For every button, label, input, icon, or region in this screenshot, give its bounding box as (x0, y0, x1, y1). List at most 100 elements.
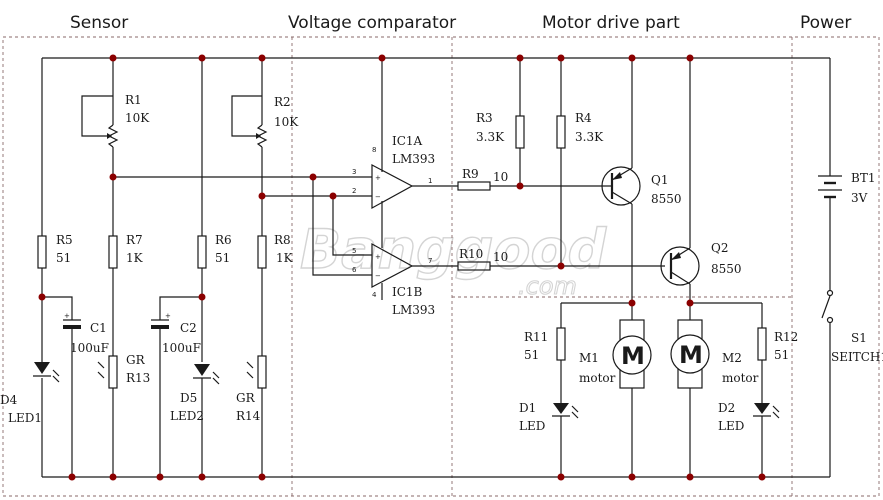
svg-text:2: 2 (352, 187, 356, 195)
svg-text:M: M (679, 341, 703, 369)
svg-text:M: M (621, 342, 645, 370)
svg-text:−: − (375, 272, 381, 280)
m2-value: motor (722, 371, 759, 385)
r12-value: 51 (774, 348, 789, 362)
r6-resistor (197, 58, 207, 362)
d4-led (33, 362, 60, 383)
r13-value: R13 (126, 371, 150, 385)
r8-resistor (257, 235, 267, 356)
r9-value: 10 (493, 170, 508, 184)
r10-value: 10 (493, 250, 508, 264)
bt1-ref: BT1 (851, 171, 875, 185)
r3-resistor (515, 58, 525, 186)
r9-ref: R9 (462, 167, 479, 181)
svg-text:+: + (375, 253, 381, 261)
d1-led (552, 403, 579, 477)
m2-motor: M (670, 319, 710, 477)
svg-text:7: 7 (428, 257, 432, 265)
q2-value: 8550 (711, 262, 742, 276)
r10-ref: R10 (459, 247, 483, 261)
m1-value: motor (579, 371, 616, 385)
section-sensor-title: Sensor (70, 13, 128, 33)
r14-value: R14 (236, 409, 261, 423)
r6-value: 51 (215, 251, 230, 265)
d4-ref: D4 (0, 393, 18, 407)
r8-value: 1K (276, 251, 294, 265)
d1-ref: D1 (519, 401, 536, 415)
r6-ref: R6 (215, 233, 232, 247)
svg-text:+: + (64, 312, 70, 320)
r2-potentiometer (231, 58, 268, 236)
junction-dots (38, 54, 766, 481)
c1-ref: C1 (90, 321, 107, 335)
ic1a-value: LM393 (392, 152, 435, 166)
bt1-value: 3V (851, 191, 868, 205)
r8-ref: R8 (274, 233, 291, 247)
d2-value: LED (718, 419, 744, 433)
ic1b-value: LM393 (392, 303, 435, 317)
s1-value: SEITCH1 (831, 350, 883, 364)
bt1-battery (818, 58, 842, 290)
section-comparator-title: Voltage comparator (288, 13, 456, 33)
r12-resistor (757, 327, 767, 403)
ic1a-ref: IC1A (392, 134, 423, 148)
r3-value: 3.3K (476, 130, 505, 144)
r3-ref: R3 (476, 111, 493, 125)
q1-value: 8550 (651, 192, 682, 206)
r4-resistor (556, 58, 566, 266)
svg-text:8: 8 (372, 146, 376, 154)
d5-ref: D5 (180, 391, 197, 405)
r7-resistor (108, 235, 118, 356)
m1-motor: M (612, 319, 652, 477)
svg-text:3: 3 (352, 168, 356, 176)
m1-ref: M1 (579, 351, 599, 365)
r1-ref: R1 (125, 93, 142, 107)
r5-resistor (37, 235, 47, 269)
r2-value: 10K (274, 115, 299, 129)
c1-value: 100uF (70, 341, 109, 355)
section-motor-drive-title: Motor drive part (542, 13, 680, 33)
d4-value: LED1 (8, 411, 42, 425)
m2-ref: M2 (722, 351, 742, 365)
r11-ref: R11 (524, 330, 548, 344)
svg-text:+: + (165, 312, 171, 320)
c1-capacitor: + (42, 296, 81, 477)
ic1b-ref: IC1B (392, 285, 423, 299)
svg-text:−: − (375, 193, 381, 201)
c2-ref: C2 (180, 321, 197, 335)
r1-value: 10K (125, 111, 150, 125)
d5-value: LED2 (170, 409, 204, 423)
r7-value: 1K (126, 251, 144, 265)
r12-ref: R12 (774, 330, 798, 344)
svg-text:+: + (375, 174, 381, 182)
d1-value: LED (519, 419, 545, 433)
r5-value: 51 (56, 251, 71, 265)
r7-ref: R7 (126, 233, 143, 247)
r11-resistor (556, 327, 566, 403)
r9-resistor (412, 181, 612, 191)
power-rails (41, 57, 830, 478)
r4-ref: R4 (575, 111, 592, 125)
s1-switch (821, 289, 834, 477)
r1-potentiometer (81, 58, 119, 236)
motor-branch-wiring (560, 302, 763, 328)
r11-value: 51 (524, 348, 539, 362)
q2-ref: Q2 (711, 241, 728, 255)
d2-ref: D2 (718, 401, 735, 415)
watermark-sub: .com (518, 272, 577, 300)
svg-text:1: 1 (428, 177, 432, 185)
q1-transistor (601, 58, 641, 320)
watermark-main: Banggood (300, 218, 608, 281)
comparator-wiring (113, 58, 383, 300)
svg-text:6: 6 (352, 266, 357, 274)
svg-text:4: 4 (372, 291, 377, 299)
ic1a-comparator: + − 3 2 1 8 (352, 146, 432, 210)
ic1b-comparator: + − 5 6 7 4 (352, 242, 432, 299)
r5-ref: R5 (56, 233, 73, 247)
svg-text:5: 5 (352, 247, 356, 255)
c2-capacitor: + (151, 296, 202, 477)
component-labels: R1 10K R2 10K R5 51 R7 1K R6 51 R8 1K C1… (0, 93, 883, 433)
q2-transistor (660, 58, 700, 320)
q1-ref: Q1 (651, 173, 668, 187)
